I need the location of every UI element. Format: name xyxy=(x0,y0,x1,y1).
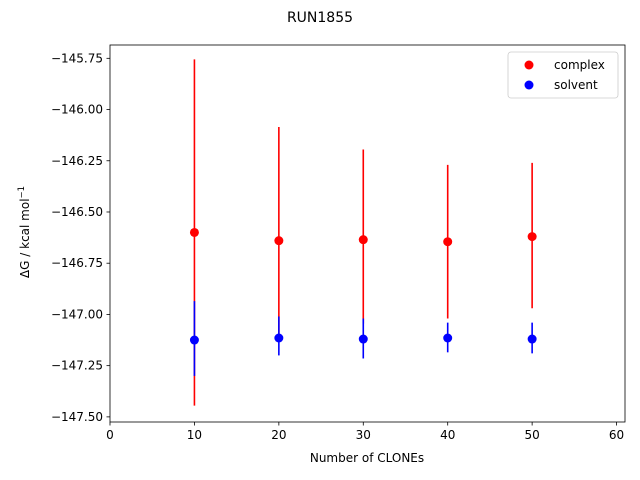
plot-area: 0 10 20 30 40 50 60 −147.50 −147.25 −147.00 −146.7… xyxy=(51,44,626,442)
x-tick-label: 20 xyxy=(271,428,286,442)
complex-point xyxy=(189,227,199,237)
legend-label-solvent: solvent xyxy=(554,78,598,92)
x-tick-label: 0 xyxy=(106,428,114,442)
solvent-point xyxy=(527,334,537,344)
legend-marker-solvent xyxy=(524,80,534,90)
x-tick-label: 30 xyxy=(356,428,371,442)
complex-point xyxy=(274,236,284,246)
solvent-point xyxy=(189,335,199,345)
complex-point xyxy=(358,235,368,245)
x-tick-label: 50 xyxy=(524,428,539,442)
y-axis-label: ΔG / kcal mol−1 xyxy=(17,186,32,278)
y-tick-label: −146.75 xyxy=(51,256,103,270)
legend-box xyxy=(507,51,619,99)
legend-label-complex: complex xyxy=(554,58,605,72)
complex-point xyxy=(527,232,537,242)
x-tick-label: 60 xyxy=(609,428,624,442)
solvent-point xyxy=(443,333,453,343)
x-axis-label: Number of CLONEs xyxy=(310,451,424,465)
complex-point xyxy=(443,237,453,247)
solvent-point xyxy=(274,333,284,343)
y-tick-label: −147.50 xyxy=(51,410,103,424)
x-tick-label: 10 xyxy=(187,428,202,442)
axes-frame xyxy=(109,44,626,423)
y-tick-label: −147.25 xyxy=(51,359,103,373)
x-tick-label: 40 xyxy=(440,428,455,442)
y-tick-label: −145.75 xyxy=(51,51,103,65)
solvent-point xyxy=(358,334,368,344)
y-tick-label: −146.50 xyxy=(51,205,103,219)
y-tick-label: −147.00 xyxy=(51,307,103,321)
y-axis-label-exponent: −1 xyxy=(17,186,27,199)
chart-title: RUN1855 xyxy=(287,10,353,26)
y-axis-label-main: ΔG / kcal mol xyxy=(18,198,32,278)
y-tick-label: −146.00 xyxy=(51,103,103,117)
legend: complex solvent xyxy=(507,51,619,99)
legend-marker-complex xyxy=(524,60,534,70)
y-tick-label: −146.25 xyxy=(51,154,103,168)
